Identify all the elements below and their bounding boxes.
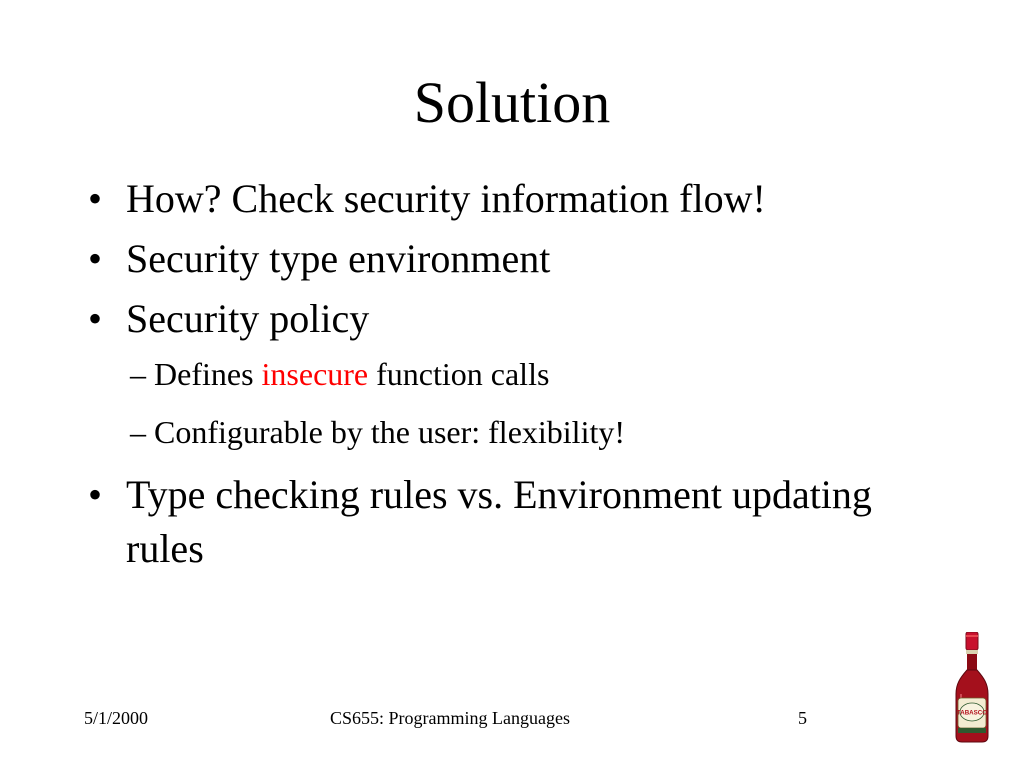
bullet-text: Type checking rules vs. Environment upda…	[126, 472, 872, 571]
bullet-glyph: •	[88, 296, 103, 341]
bullet-glyph: •	[88, 472, 103, 517]
sub-bullet-prefix: Defines	[154, 356, 262, 392]
bullet-glyph: •	[88, 176, 103, 221]
sub-bullet-dash: –	[130, 356, 146, 392]
bullet-text: Security policy	[126, 296, 370, 341]
sub-bullet-item: – Defines insecure function calls	[130, 352, 948, 396]
slide-title: Solution	[413, 70, 611, 135]
bullet-list: • How? Check security information flow! …	[88, 172, 948, 582]
sub-bullet-suffix: function calls	[368, 356, 550, 392]
highlighted-word: insecure	[261, 356, 369, 392]
bullet-glyph: •	[88, 236, 103, 281]
bullet-item: • Security policy	[88, 292, 948, 346]
page-number: 5	[798, 708, 807, 728]
logo-label: TABASCO	[957, 710, 987, 717]
tabasco-bottle-icon: TABASCO	[955, 632, 989, 743]
bullet-text: How? Check security information flow!	[126, 176, 766, 221]
sub-bullet-dash: –	[130, 414, 146, 450]
bullet-item: • Security type environment	[88, 232, 948, 286]
sub-bullet-item: – Configurable by the user: flexibility!	[130, 410, 948, 454]
footer-date: 5/1/2000	[84, 708, 149, 728]
footer-course: CS655: Programming Languages	[330, 708, 570, 728]
sub-bullet-text: Configurable by the user: flexibility!	[154, 414, 625, 450]
bullet-item: • How? Check security information flow!	[88, 172, 948, 226]
bullet-item: • Type checking rules vs. Environment up…	[88, 468, 948, 576]
bullet-text: Security type environment	[126, 236, 551, 281]
